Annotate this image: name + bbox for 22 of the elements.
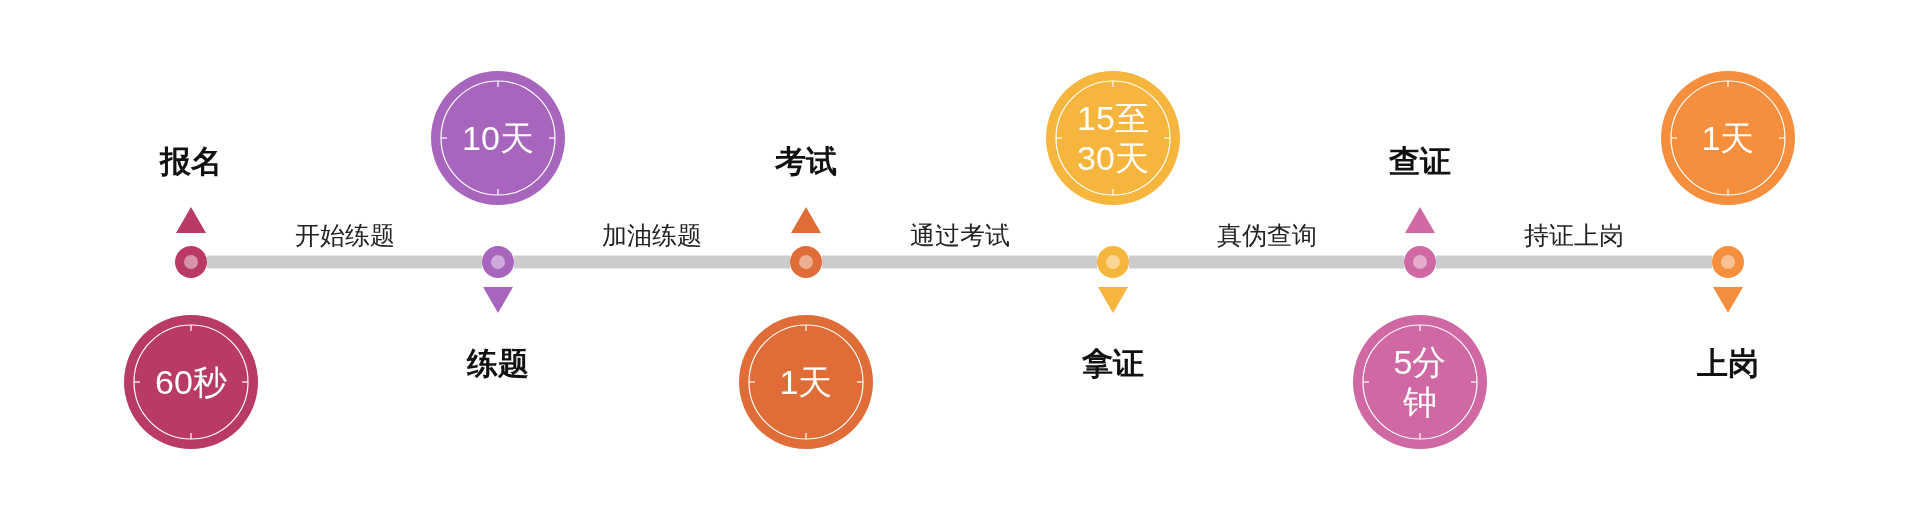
stage-label: 查证 bbox=[1389, 143, 1451, 181]
duration-text: 60秒 bbox=[155, 362, 227, 402]
duration-text: 10天 bbox=[462, 118, 534, 158]
stage-label: 练题 bbox=[467, 345, 529, 383]
duration-text: 1天 bbox=[779, 362, 833, 402]
stage-label: 考试 bbox=[775, 143, 837, 181]
stage-label: 拿证 bbox=[1082, 345, 1144, 383]
milestone-dot bbox=[482, 246, 514, 278]
duration-text: 15至30天 bbox=[1076, 98, 1150, 178]
milestone-dot bbox=[1404, 246, 1436, 278]
timeline-segment bbox=[514, 255, 790, 269]
stage-label: 报名 bbox=[160, 143, 222, 181]
milestone-dot bbox=[1712, 246, 1744, 278]
timeline-segment bbox=[1129, 255, 1404, 269]
duration-text: 1天 bbox=[1701, 118, 1755, 158]
timeline-segment bbox=[207, 255, 482, 269]
timeline-segment bbox=[822, 255, 1097, 269]
duration-text: 5分钟 bbox=[1392, 342, 1448, 422]
stage-label: 上岗 bbox=[1697, 345, 1759, 383]
milestone-dot bbox=[175, 246, 207, 278]
milestone-dot bbox=[790, 246, 822, 278]
milestone-dot bbox=[1097, 246, 1129, 278]
